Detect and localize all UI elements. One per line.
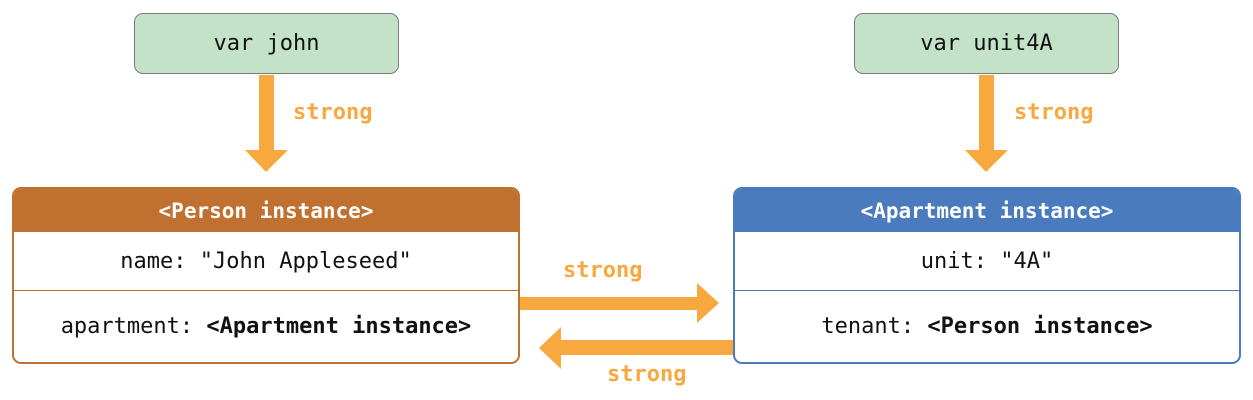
person-name-value: "John Appleseed"	[199, 248, 412, 274]
apartment-instance-header: <Apartment instance>	[735, 189, 1239, 232]
person-apartment-key: apartment:	[60, 314, 194, 339]
person-name-row: name: "John Appleseed"	[14, 232, 518, 291]
apartment-instance-title: <Apartment instance>	[860, 198, 1114, 223]
apartment-tenant-key: tenant:	[821, 314, 915, 339]
apartment-tenant-row: tenant: <Person instance>	[735, 291, 1239, 362]
person-apartment-value: <Apartment instance>	[206, 314, 472, 339]
label-john-strong: strong	[293, 100, 373, 125]
person-instance-box: <Person instance> name: "John Appleseed"…	[12, 187, 520, 364]
label-unit4a-strong: strong	[1014, 100, 1094, 125]
apartment-tenant-value: <Person instance>	[927, 314, 1153, 339]
arrow-person-to-apartment	[520, 283, 719, 323]
apartment-unit-row: unit: "4A"	[735, 232, 1239, 291]
variable-john-label: var john	[213, 31, 320, 56]
arrow-john-to-person	[245, 75, 288, 172]
variable-john: var john	[134, 13, 399, 74]
variable-unit4a: var unit4A	[854, 13, 1119, 74]
arrow-unit4a-to-apartment	[965, 75, 1008, 172]
person-apartment-row: apartment: <Apartment instance>	[14, 291, 518, 362]
apartment-instance-box: <Apartment instance> unit: "4A" tenant: …	[733, 187, 1241, 364]
apartment-unit-key: unit:	[920, 248, 987, 274]
person-instance-title: <Person instance>	[158, 198, 374, 223]
variable-unit4a-label: var unit4A	[920, 31, 1053, 56]
arrow-apartment-to-person	[539, 327, 733, 369]
label-apartment-to-person-strong: strong	[607, 362, 687, 387]
apartment-unit-value: "4A"	[1000, 248, 1054, 274]
person-name-key: name:	[120, 248, 187, 274]
person-instance-header: <Person instance>	[14, 189, 518, 232]
label-person-to-apartment-strong: strong	[563, 258, 643, 283]
